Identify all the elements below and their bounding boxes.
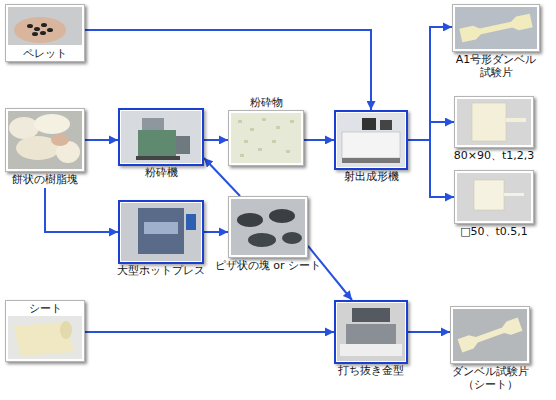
caption-group: ダンベル試験片 （シート） [435, 365, 545, 391]
plate-photo [457, 99, 531, 145]
process-box: 大型ホットプレス [118, 200, 204, 264]
flow-arrow [85, 30, 371, 110]
node-caption: □50、t0.5,1 [439, 225, 549, 238]
caption-group: 粉砕機 [106, 166, 216, 179]
photo-box: 80×90、t1,2,3 [454, 96, 534, 148]
pellet-photo [8, 7, 82, 45]
flow-arrow [204, 139, 228, 141]
sheet-dumbbell-photo [453, 309, 527, 361]
square-plate-photo [457, 173, 531, 221]
flow-arrow [45, 188, 118, 232]
flow-arrow [85, 331, 334, 333]
caption-group: 大型ホットプレス [106, 264, 216, 277]
crusher-photo [121, 111, 201, 163]
flow-arrow [408, 122, 454, 140]
injection-machine-photo [337, 113, 405, 167]
node-caption: 80×90、t1,2,3 [439, 149, 549, 162]
process-box: 打ち抜き金型 [334, 300, 408, 364]
process-box: 射出成形機 [334, 110, 408, 170]
caption-group: □50、t0.5,1 [439, 225, 549, 238]
caption-group: 射出成形機 [316, 170, 426, 183]
granules-photo [231, 113, 301, 163]
flow-arrow [85, 139, 118, 141]
caption-group: ピザ状の塊 or シート [213, 259, 323, 272]
caption-group: 粉砕物 [211, 96, 321, 109]
photo-box: ピザ状の塊 or シート [228, 196, 308, 258]
flow-arrow [308, 246, 352, 300]
caption-group: 餅状の樹脂塊 [0, 173, 100, 186]
resin-lump-photo [8, 111, 82, 169]
flow-arrow [204, 158, 240, 196]
node-caption: A1号形ダンベル 試験片 [441, 53, 551, 79]
flow-arrow [204, 231, 228, 233]
flow-arrow [408, 140, 454, 197]
caption-group: 80×90、t1,2,3 [439, 149, 549, 162]
node-caption: ダンベル試験片 （シート） [435, 365, 545, 391]
caption-group: ペレット [0, 47, 100, 60]
hot-press-photo [121, 203, 201, 261]
punching-die-photo [337, 303, 405, 361]
caption-group: 打ち抜き金型 [316, 364, 426, 377]
photo-box: A1号形ダンベル 試験片 [452, 4, 540, 52]
node-caption: 打ち抜き金型 [316, 364, 426, 377]
photo-box: □50、t0.5,1 [454, 170, 534, 224]
node-caption: ピザ状の塊 or シート [213, 259, 323, 272]
flow-arrow [304, 139, 334, 141]
sheet-roll-photo [8, 316, 82, 359]
photo-box: ダンベル試験片 （シート） [450, 306, 530, 364]
node-caption: 粉砕機 [106, 166, 216, 179]
photo-box: 餅状の樹脂塊 [5, 108, 85, 172]
photo-box: シート [5, 300, 85, 362]
photo-box: ペレット [5, 4, 85, 62]
node-caption: 大型ホットプレス [106, 264, 216, 277]
process-box: 粉砕機 [118, 108, 204, 166]
pressed-disc-photo [231, 199, 305, 255]
node-caption: 餅状の樹脂塊 [0, 173, 100, 186]
flow-arrow [408, 331, 450, 333]
node-caption: ペレット [0, 47, 100, 60]
caption-group: シート [0, 302, 100, 315]
photo-box: 粉砕物 [228, 110, 304, 166]
node-caption: 射出成形機 [316, 170, 426, 183]
node-caption: シート [0, 302, 100, 315]
dumbbell-photo [455, 7, 537, 49]
caption-group: A1号形ダンベル 試験片 [441, 53, 551, 79]
node-caption: 粉砕物 [211, 96, 321, 109]
